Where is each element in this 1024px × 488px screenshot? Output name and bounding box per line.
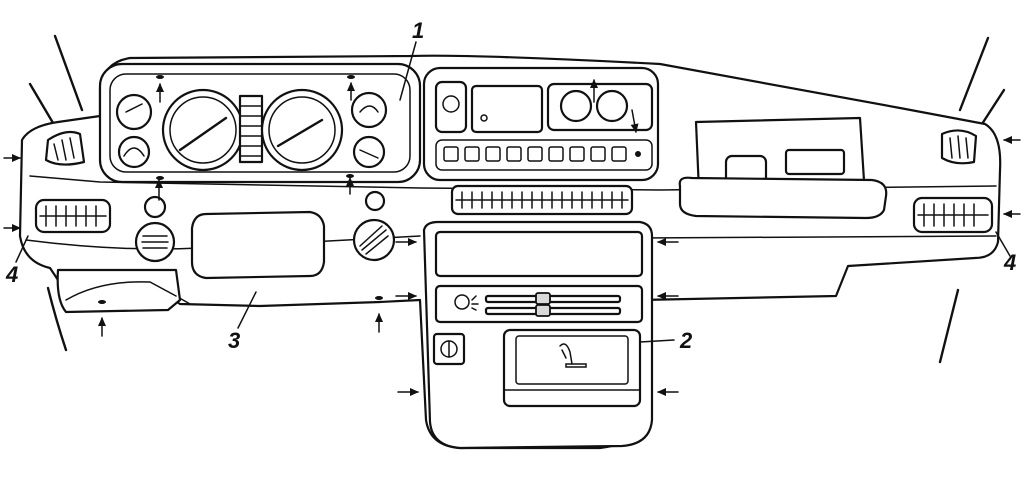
- lower-recess: [190, 210, 326, 280]
- centre-vent: [450, 184, 634, 216]
- leader-lines: [15, 41, 1011, 343]
- callout-2: 2: [680, 328, 693, 353]
- callout-1: 1: [412, 18, 425, 43]
- knobs: [134, 190, 396, 263]
- fixing-arrows: [3, 79, 1021, 396]
- lower-trim-left: [56, 268, 182, 314]
- instrument-cluster: [98, 62, 422, 184]
- callout-4-right: 4: [1004, 250, 1017, 275]
- auxiliary-panel: [422, 66, 660, 182]
- centre-console: [422, 220, 654, 450]
- callout-3: 3: [228, 328, 241, 353]
- a-pillars: [28, 34, 1006, 130]
- glovebox: [678, 116, 888, 220]
- side-vents: [34, 129, 994, 234]
- steering-column: [46, 286, 68, 352]
- switch-row: [443, 146, 641, 162]
- callout-4-left: 4: [6, 262, 19, 287]
